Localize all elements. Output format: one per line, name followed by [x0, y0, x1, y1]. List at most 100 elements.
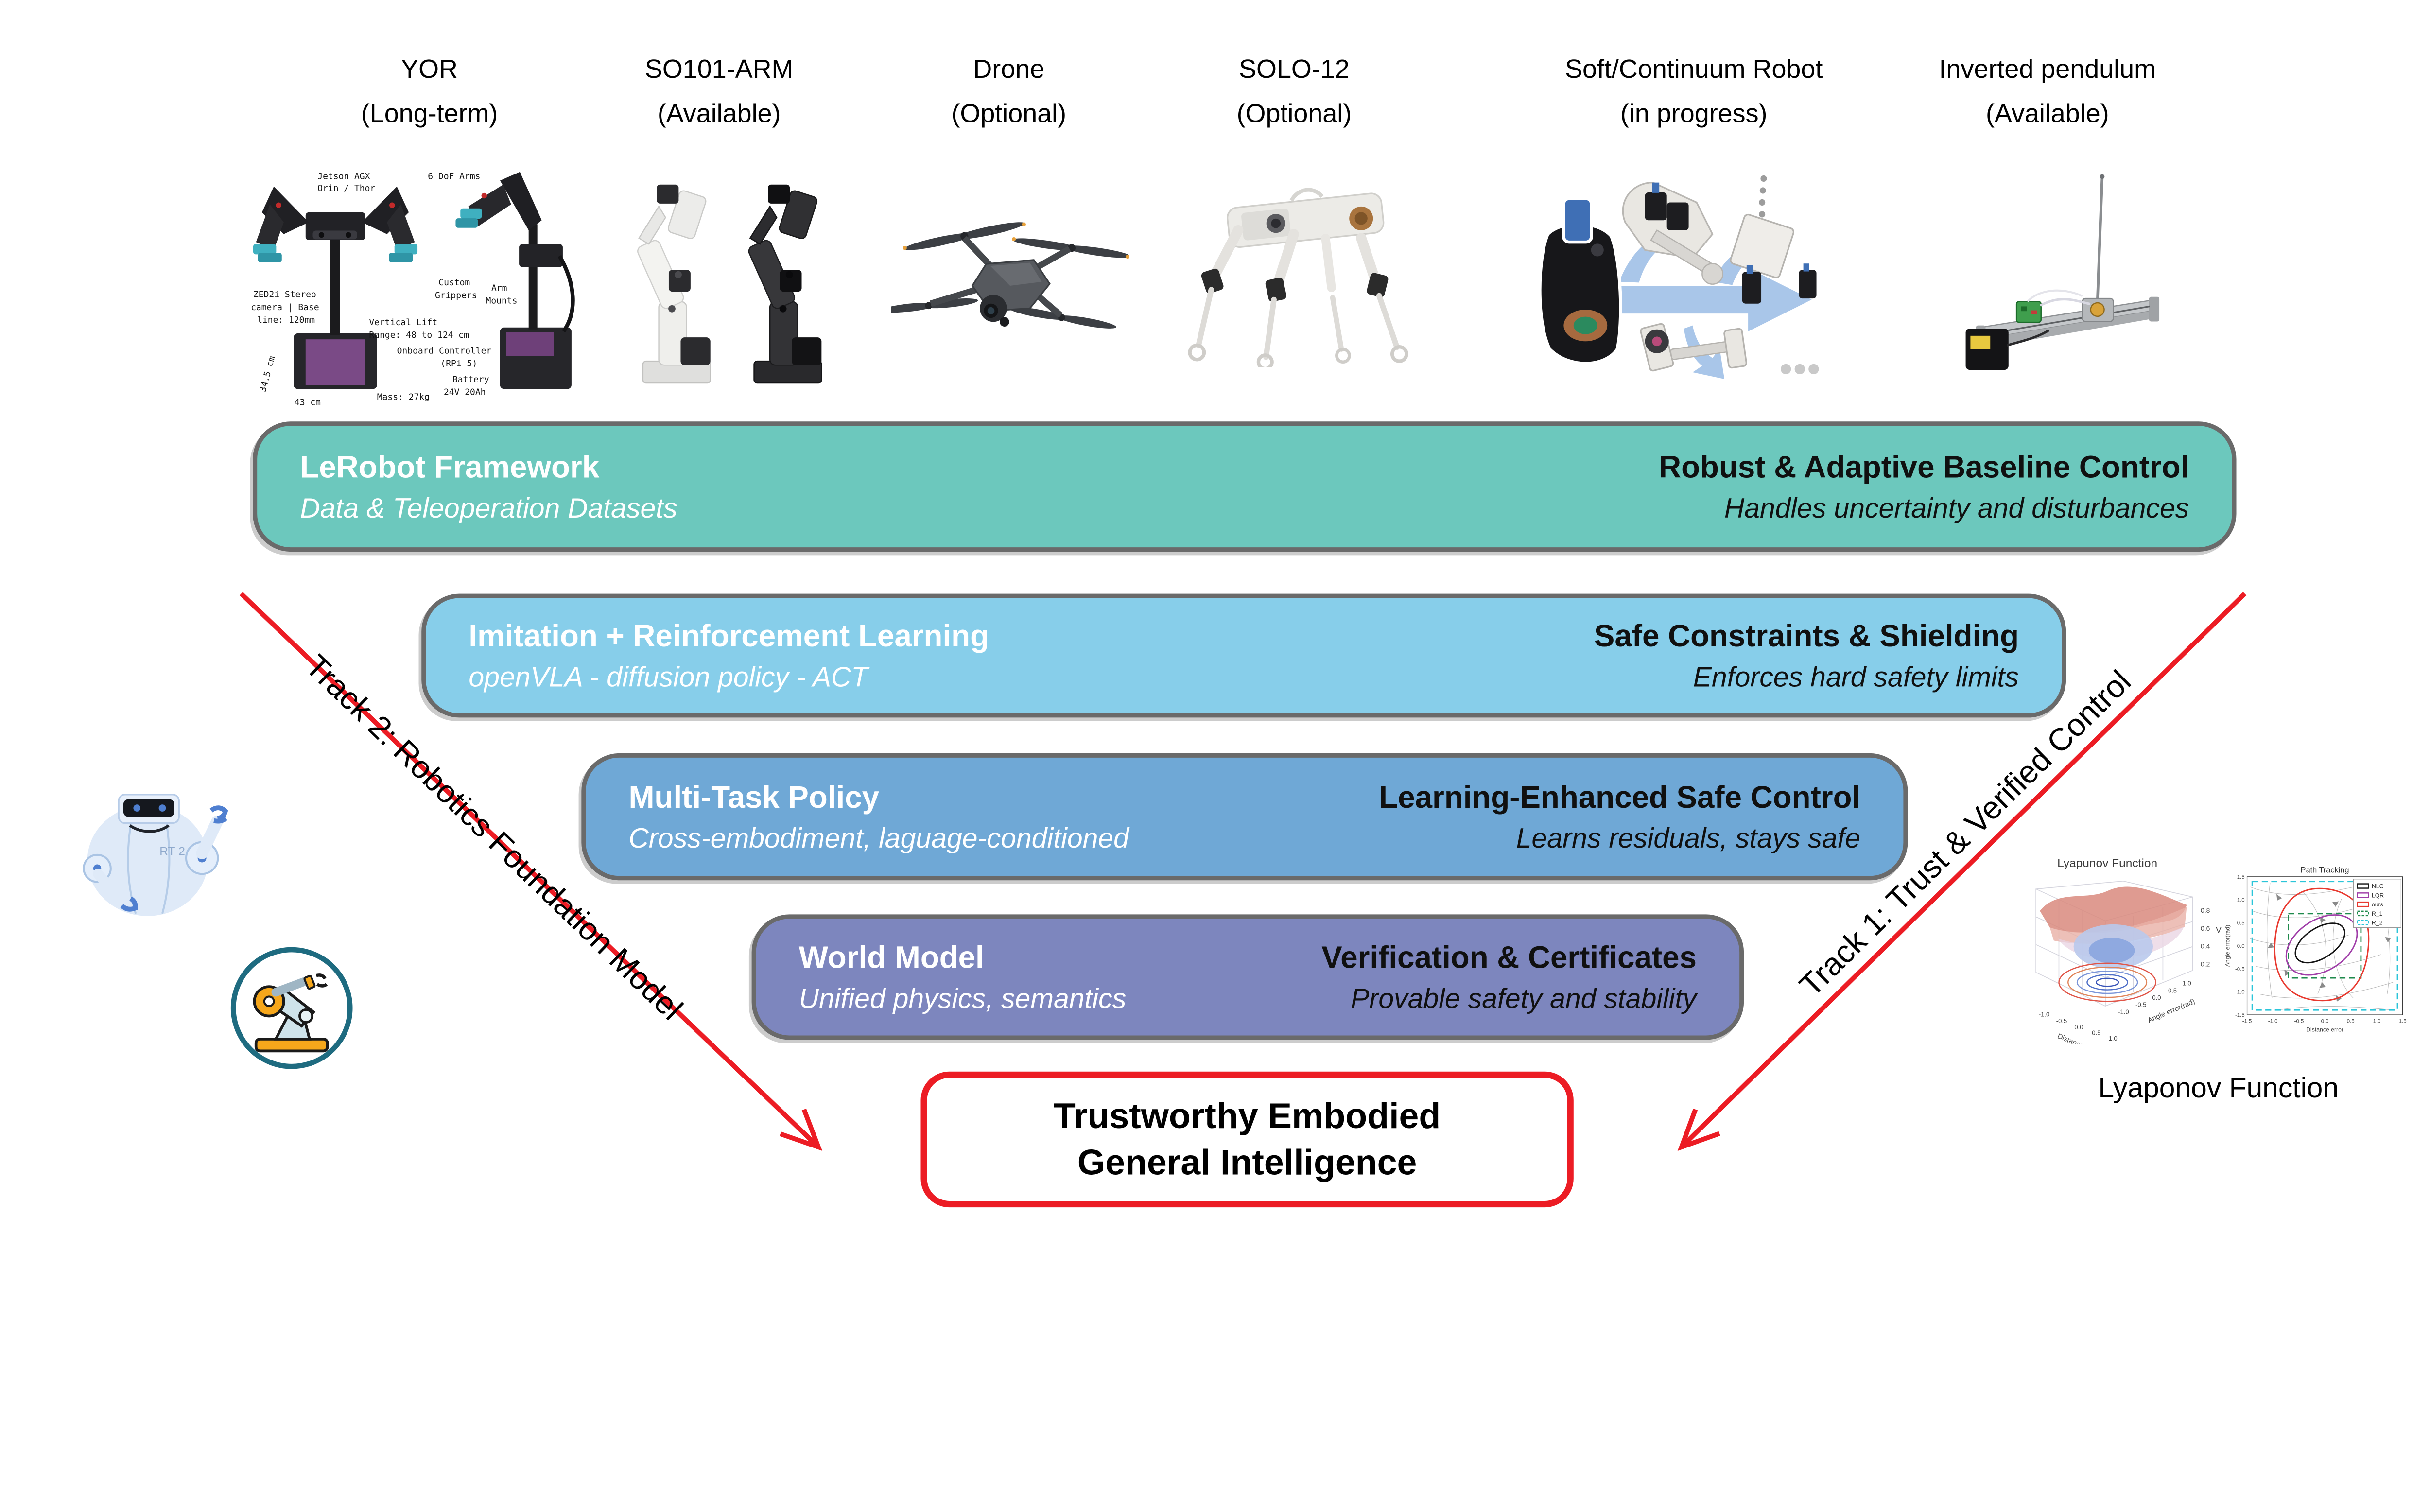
diagram-canvas: YOR (Long-term) SO101-ARM (Available) Dr…	[83, 54, 2407, 1208]
svg-text:-0.5: -0.5	[2294, 1018, 2304, 1024]
path-tracking-title: Path Tracking	[2301, 866, 2349, 875]
bar3-left-subtitle: Cross-embodiment, laguage-conditioned	[628, 822, 1129, 854]
track1-arrowhead	[1677, 1108, 1720, 1151]
yor-annotation: (RPi 5)	[440, 359, 478, 369]
platform-name-soft-robot: Soft/Continuum Robot	[1565, 54, 1823, 84]
bar3-right-title: Learning-Enhanced Safe Control	[1379, 779, 1861, 815]
svg-text:R_1: R_1	[2372, 910, 2383, 917]
soft-actuator-b	[1730, 175, 1817, 304]
path-tracking-y-ticks: 1.5 1.0 0.5 0.0 -0.5 -1.0 -1.5	[2235, 874, 2245, 1018]
badge-gripper	[316, 973, 328, 988]
yor-annotation: Range: 48 to 124 cm	[369, 330, 469, 340]
yor-right-gripper	[394, 244, 418, 255]
platform-name-pendulum: Inverted pendulum	[1939, 54, 2156, 84]
lyapunov-zlabel: V	[2216, 925, 2222, 935]
platform-status-pendulum: (Available)	[1985, 98, 2109, 128]
bar2-right-subtitle: Enforces hard safety limits	[1693, 661, 2019, 693]
svg-text:0.0: 0.0	[2152, 994, 2161, 1001]
svg-text:-1.5: -1.5	[2235, 1012, 2245, 1018]
svg-text:0.6: 0.6	[2201, 924, 2210, 932]
soft-motor-unit	[1538, 197, 1622, 365]
solo12-photo	[1188, 188, 1408, 367]
solo12-legs	[1188, 225, 1408, 367]
rt2-robot-mascot: RT-2	[83, 794, 228, 916]
so101-arm-photo	[637, 184, 822, 384]
bar4-right-title: Verification & Certificates	[1321, 939, 1697, 975]
svg-text:-1.5: -1.5	[2242, 1018, 2252, 1024]
path-tracking-x-ticks: -1.5 -1.0 -0.5 0.0 0.5 1.0 1.5	[2242, 1018, 2407, 1024]
svg-text:-1.0: -1.0	[2268, 1018, 2278, 1024]
solo12-body	[1227, 188, 1385, 248]
streamlines	[2250, 883, 2394, 1010]
lyapunov-surface	[2040, 886, 2187, 969]
bar2-left-title: Imitation + Reinforcement Learning	[469, 618, 989, 654]
lyapunov-caption: Lyaponov Function	[2098, 1072, 2339, 1104]
svg-text:1.0: 1.0	[2109, 1035, 2118, 1042]
svg-text:0.2: 0.2	[2201, 960, 2210, 968]
svg-text:0.4: 0.4	[2201, 942, 2210, 950]
bar3-right-subtitle: Learns residuals, stays safe	[1516, 822, 1861, 854]
rt2-eye	[133, 804, 141, 812]
yor-annotation: Jetson AGX	[317, 171, 370, 182]
svg-text:ours: ours	[2372, 901, 2383, 908]
platform-status-drone: (Optional)	[951, 98, 1067, 128]
platform-status-so101: (Available)	[657, 98, 781, 128]
lyapunov-contours	[2058, 962, 2156, 1002]
ellipsis-dot	[1794, 364, 1805, 375]
platform-status-solo12: (Optional)	[1236, 98, 1352, 128]
yor-cable	[557, 255, 575, 333]
svg-text:1.5: 1.5	[2399, 1018, 2407, 1024]
robot-arm-badge	[230, 947, 353, 1069]
yor-annotation: Mounts	[486, 296, 518, 306]
rt2-body-label: RT-2	[159, 845, 185, 858]
svg-text:0.5: 0.5	[2092, 1029, 2100, 1037]
bar1-right-subtitle: Handles uncertainty and disturbances	[1724, 492, 2189, 524]
yor-annotation: camera | Base	[251, 302, 319, 313]
lyapunov-ylabel: Angle error(rad)	[2147, 998, 2196, 1025]
rt2-body	[87, 805, 208, 916]
track2-arrow-line	[239, 591, 820, 1149]
rt2-left-gripper	[120, 896, 138, 912]
yor-annotation: 43 cm	[294, 398, 321, 408]
svg-text:0.0: 0.0	[2074, 1024, 2083, 1031]
pendulum-psu	[1965, 329, 2050, 370]
rt2-right-gripper	[209, 805, 228, 824]
svg-text:0.0: 0.0	[2321, 1018, 2329, 1024]
so101-white-arm	[637, 184, 711, 384]
yor-annotation: Mass: 27kg	[377, 392, 430, 402]
streamline-arrowheads	[2268, 894, 2391, 1002]
svg-text:-1.0: -1.0	[2039, 1010, 2049, 1018]
svg-text:-0.5: -0.5	[2235, 966, 2245, 972]
yor-arm-mount	[519, 244, 563, 267]
bar-multitask-policy: Multi-Task Policy Cross-embodiment, lagu…	[581, 753, 1908, 881]
path-tracking-ylabel: Angle error(rad)	[2224, 925, 2231, 967]
platform-status-soft-robot: (in progress)	[1620, 98, 1768, 128]
platform-name-so101: SO101-ARM	[644, 54, 794, 84]
svg-text:-0.5: -0.5	[2135, 1001, 2146, 1008]
yor-annotation: line: 120mm	[257, 315, 315, 325]
svg-text:1.5: 1.5	[2237, 874, 2245, 880]
path-tracking-xlabel: Distance error	[2306, 1026, 2343, 1033]
goal-box: Trustworthy Embodied General Intelligenc…	[920, 1071, 1574, 1208]
path-tracking-legend: NLC LQR ours R_1 R_2	[2353, 879, 2402, 928]
yor-annotation: Battery	[452, 374, 489, 385]
bar4-left-subtitle: Unified physics, semantics	[798, 983, 1127, 1014]
pendulum-pcb	[2015, 289, 2091, 323]
ellipsis-dot	[1781, 364, 1791, 375]
svg-text:0.5: 0.5	[2237, 921, 2245, 926]
yor-side-arm	[500, 172, 542, 230]
yor-base-purple-panel	[305, 339, 365, 385]
svg-text:0.8: 0.8	[2201, 906, 2210, 914]
lyapunov-plot-title: Lyapunov Function	[2057, 857, 2157, 870]
yor-left-gripper	[253, 244, 277, 255]
lyapunov-y-ticks: -1.0 -0.5 0.0 0.5 1.0 Angle error(rad)	[2118, 980, 2196, 1025]
track1-arrow-line	[1680, 591, 2247, 1149]
yor-robot-photo	[253, 172, 575, 389]
svg-text:0.0: 0.0	[2237, 943, 2245, 949]
yor-annotation: Orin / Thor	[317, 183, 376, 193]
path-tracking-plot: Path Tracking	[2224, 866, 2407, 1033]
so101-white-gripper	[638, 205, 666, 245]
inverted-pendulum-photo	[1965, 174, 2160, 370]
bar-world-model: World Model Unified physics, semantics V…	[751, 914, 1744, 1040]
track2-arrowhead	[780, 1108, 823, 1151]
